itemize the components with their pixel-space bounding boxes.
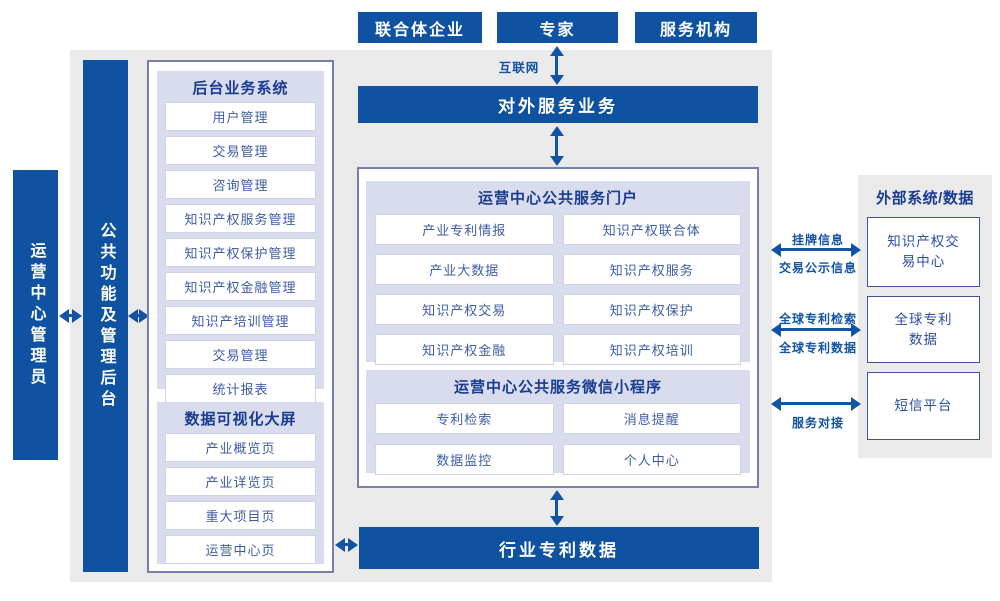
actor-box-consortium-enterprises: 联合体企业 [358,12,482,43]
module-item: 数据监控 [375,444,554,475]
module-item: 重大项目页 [165,501,316,530]
module-item: 运营中心页 [165,535,316,564]
module-item: 产业概览页 [165,433,316,462]
module-item: 统计报表 [165,374,316,403]
external-system-label: 知识产权交易中心 [887,234,960,269]
actor-label: 服务机构 [659,21,732,39]
module-item: 知识产权保护管理 [165,238,316,267]
link-label-trade-publicity: 交易公示信息 [778,261,857,275]
data-visualization-title: 数据可视化大屏 [184,411,297,428]
module-item: 知识产权金融 [375,334,554,365]
double-arrow-h-icon [771,242,861,257]
operations-admin-rail: 运营中心管理员 [13,170,58,460]
link-label-service-integration: 服务对接 [791,416,844,430]
module-item: 知识产权服务 [562,254,741,285]
external-system-label: 全球专利数据 [894,311,953,347]
backend-system-title: 后台业务系统 [192,80,289,97]
module-item: 交易管理 [165,136,316,165]
link-label-global-patent-search: 全球专利检索 [778,312,857,326]
module-item: 产业大数据 [375,254,554,285]
module-item: 产业详览页 [165,467,316,496]
double-arrow-v-icon [549,126,564,166]
module-item: 知识产培训管理 [165,306,316,335]
actor-label: 联合体企业 [374,21,465,39]
actor-box-experts: 专家 [497,12,618,43]
module-item: 知识产权联合体 [562,214,741,245]
module-item: 产业专利情报 [375,214,554,245]
double-arrow-h-icon [128,308,149,323]
backend-system-section: 后台业务系统 用户管理 交易管理 咨询管理 知识产权服务管理 知识产权保护管理 … [157,71,324,403]
module-item: 专利检索 [375,403,554,434]
double-arrow-v-icon [549,490,564,526]
module-item: 知识产权服务管理 [165,204,316,233]
double-arrow-h-icon [771,396,861,411]
industry-patent-data-bar-label: 行业专利数据 [499,540,619,560]
external-system-box-sms-platform: 短信平台 [867,372,980,440]
industry-patent-data-bar: 行业专利数据 [359,527,759,569]
operations-admin-rail-label: 运营中心管理员 [27,241,45,389]
actor-label: 专家 [539,21,576,39]
module-item: 知识产权金融管理 [165,272,316,301]
link-label-listing-info: 挂牌信息 [791,233,844,247]
module-item: 知识产权保护 [562,294,741,325]
external-system-box-ip-trade-center: 知识产权交易中心 [867,217,980,287]
module-item: 用户管理 [165,102,316,131]
double-arrow-h-icon [771,322,861,337]
double-arrow-h-icon [59,308,82,323]
external-system-label: 短信平台 [894,398,953,414]
module-item: 消息提醒 [562,403,741,434]
double-arrow-v-icon [549,46,564,85]
double-arrow-h-icon [335,537,358,552]
module-item: 交易管理 [165,340,316,369]
common-function-backend-rail-label: 公共功能及管理后台 [97,221,115,411]
external-systems-title: 外部系统/数据 [876,190,974,207]
module-item: 知识产权交易 [375,294,554,325]
common-function-backend-rail: 公共功能及管理后台 [83,60,128,572]
portal-title: 运营中心公共服务门户 [477,190,638,207]
module-item: 个人中心 [562,444,741,475]
module-item: 咨询管理 [165,170,316,199]
external-system-box-global-patent-data: 全球专利数据 [867,296,980,363]
module-item: 知识产权培训 [562,334,741,365]
data-visualization-section: 数据可视化大屏 产业概览页 产业详览页 重大项目页 运营中心页 [157,402,324,564]
external-service-bar-label: 对外服务业务 [498,97,618,116]
internet-label: 互联网 [498,61,540,75]
external-service-bar: 对外服务业务 [358,86,758,123]
link-label-global-patent-data: 全球专利数据 [778,341,857,355]
mini-program-section: 运营中心公共服务微信小程序 专利检索 消息提醒 数据监控 个人中心 [366,370,750,475]
mini-program-title: 运营中心公共服务微信小程序 [453,379,662,396]
actor-box-service-agencies: 服务机构 [635,12,757,43]
portal-section: 运营中心公共服务门户 产业专利情报 知识产权联合体 产业大数据 知识产权服务 知… [366,181,750,365]
